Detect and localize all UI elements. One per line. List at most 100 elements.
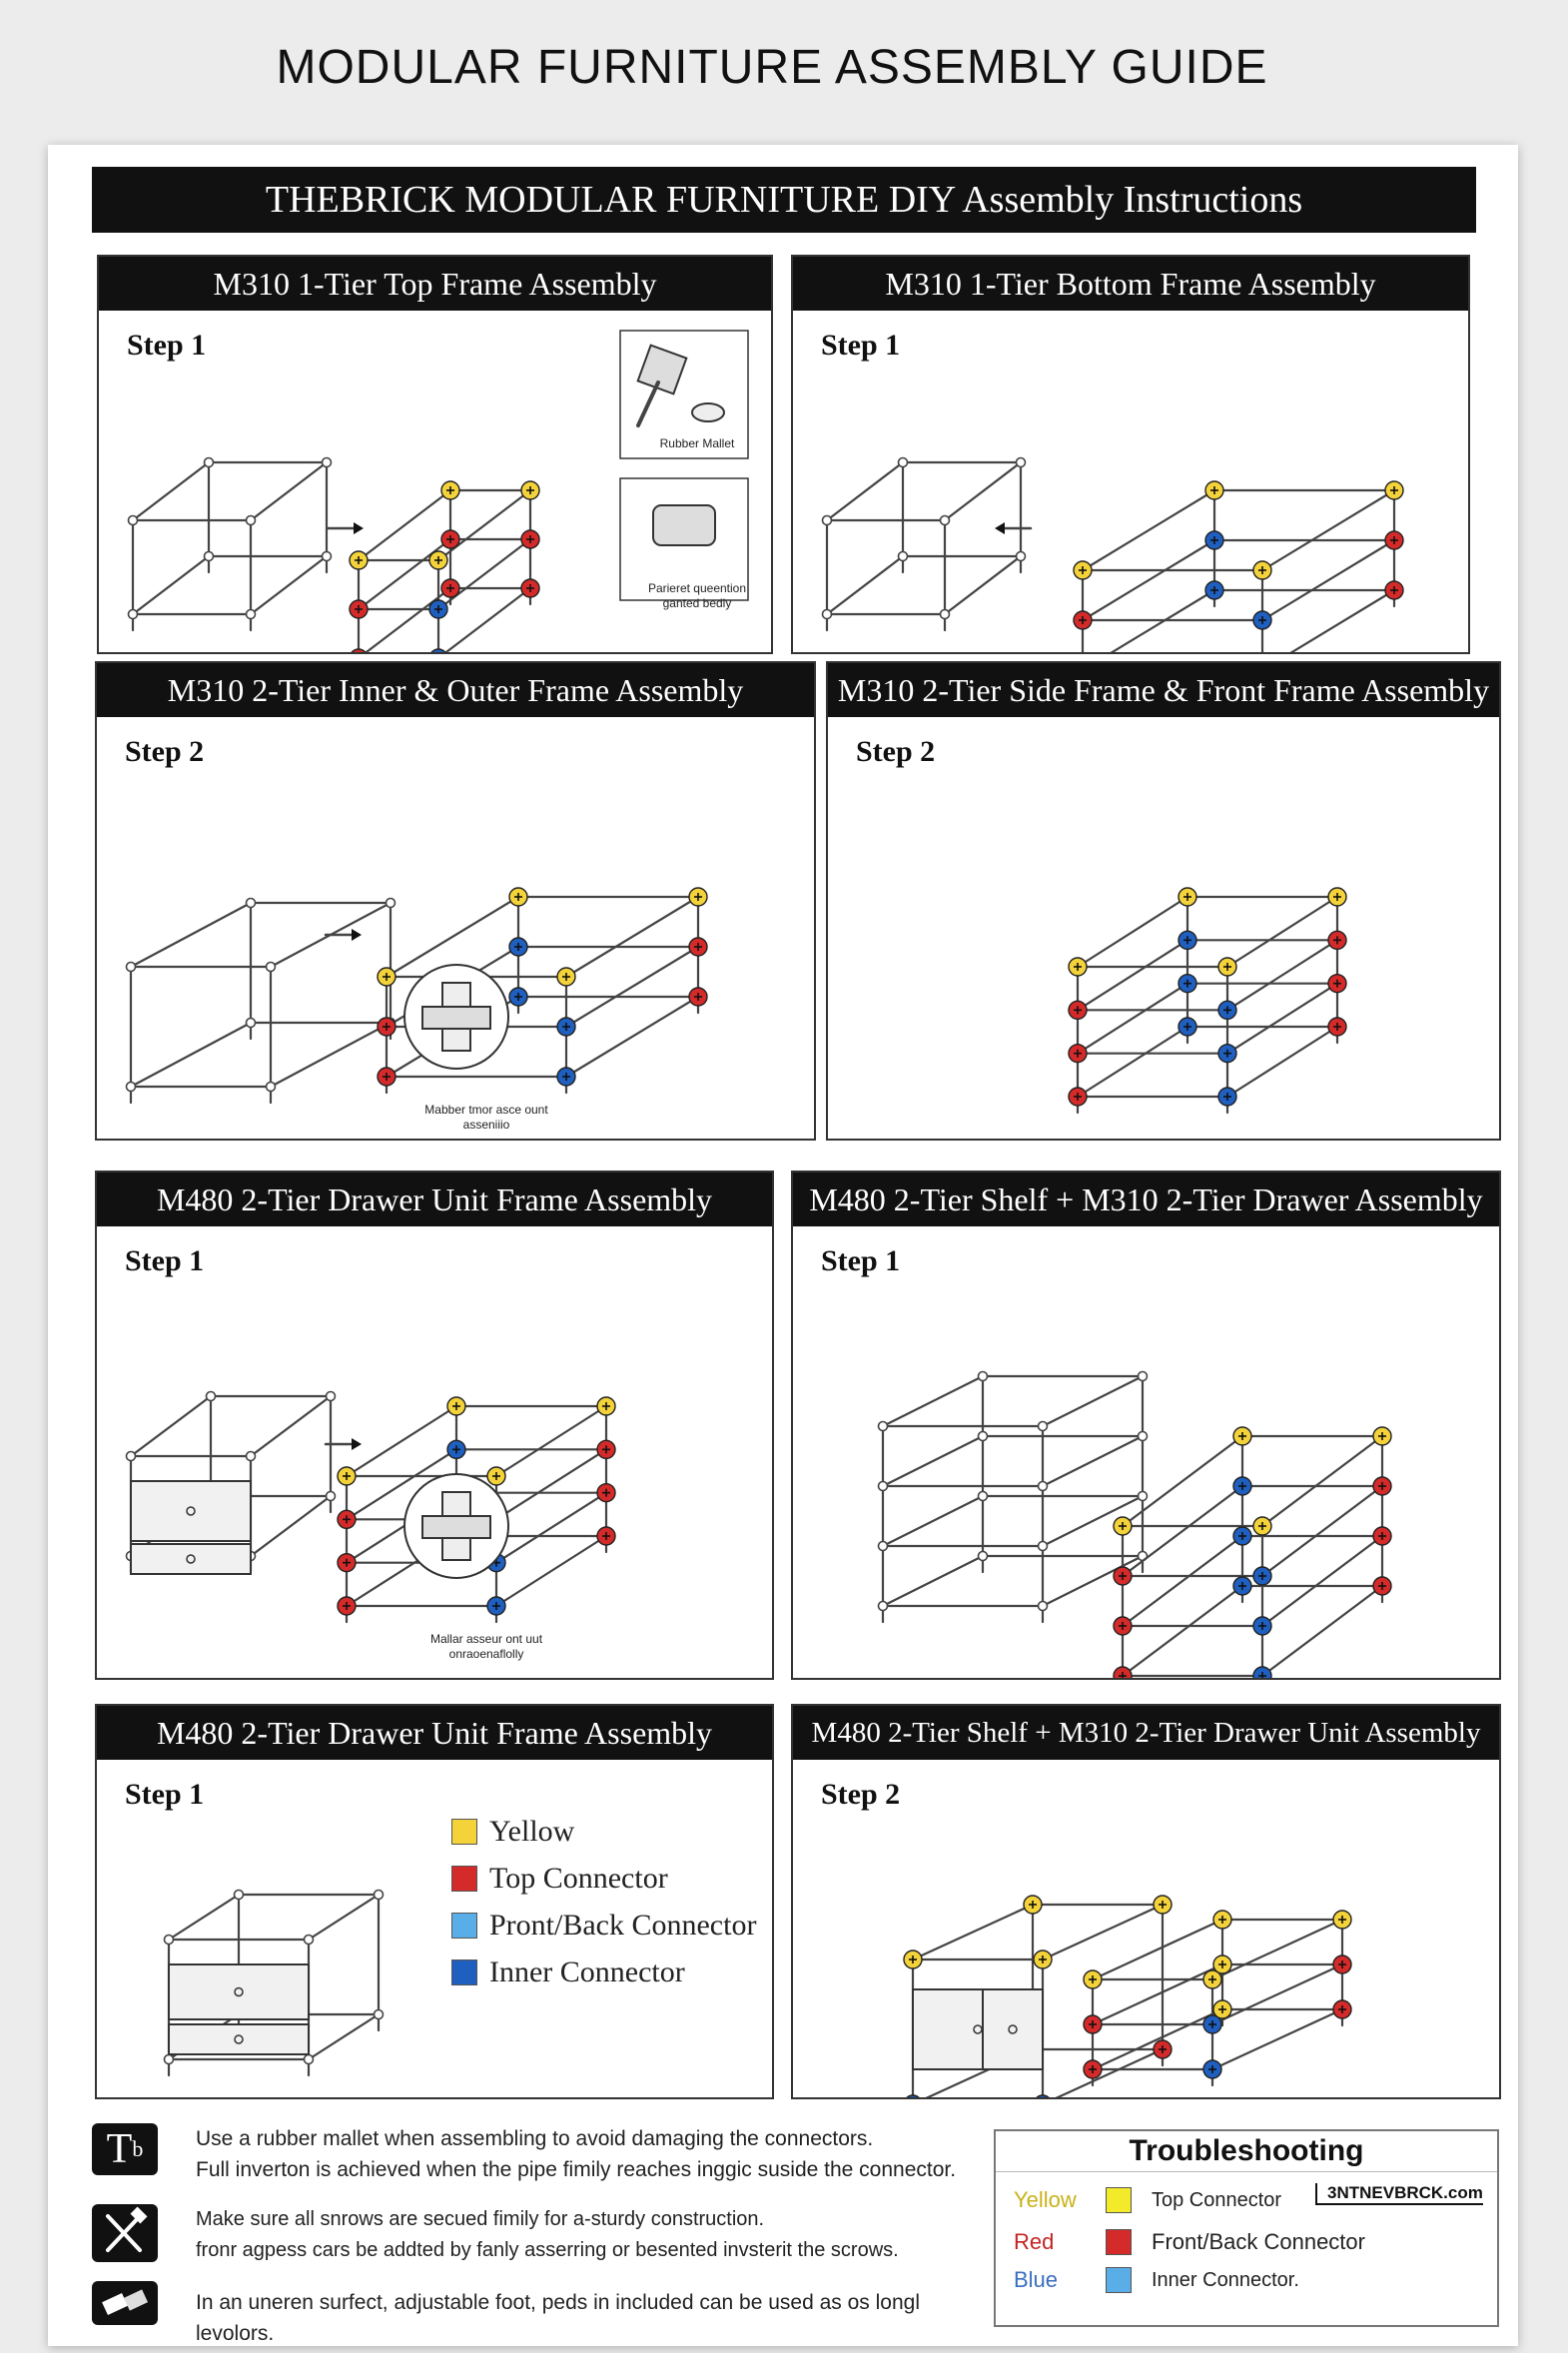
- tube: [1225, 1025, 1339, 1099]
- tube: [825, 460, 905, 522]
- joint: [321, 456, 333, 468]
- tube: [129, 1021, 253, 1089]
- tube: [436, 537, 532, 611]
- tube: [1091, 2007, 1224, 2071]
- tube: [1121, 1484, 1244, 1578]
- joint: [939, 608, 951, 620]
- joint: [125, 1081, 137, 1093]
- tip-feet: In an uneren surfect, adjustable foot, p…: [92, 2281, 971, 2345]
- tube: [345, 1448, 458, 1521]
- joint: [303, 2053, 315, 2065]
- drawer-knob: [234, 1986, 244, 1997]
- tube: [881, 1494, 985, 1548]
- connector-detail: [421, 1006, 491, 1030]
- tube: [1041, 1554, 1145, 1608]
- joint: [977, 1490, 989, 1502]
- joint: [1037, 1540, 1049, 1552]
- drawer-front: [982, 1988, 1044, 2070]
- joint: [127, 514, 139, 526]
- joint: [245, 1450, 257, 1462]
- drawer-knob: [234, 2034, 244, 2044]
- tube: [1210, 1918, 1344, 1981]
- tube: [1041, 1494, 1145, 1548]
- tube: [249, 460, 329, 522]
- tube: [911, 1903, 1035, 1961]
- tip-line: Use a rubber mallet when assembling to a…: [196, 2127, 874, 2150]
- tip-line: Full inverton is achieved when the pipe …: [196, 2158, 957, 2181]
- website-link[interactable]: 3NTNEVBRCK.com: [1315, 2183, 1483, 2205]
- step-label: Step 2: [821, 1778, 901, 1811]
- joint: [125, 1450, 137, 1462]
- joint: [877, 1540, 889, 1552]
- panel-m310-side-front: M310 2-Tier Side Frame & Front Frame Ass…: [826, 661, 1501, 1141]
- joint: [163, 2053, 175, 2065]
- tube: [1081, 538, 1216, 622]
- tube: [1110, 588, 1216, 652]
- tube: [385, 895, 520, 979]
- joint: [1137, 1490, 1149, 1502]
- banner-title: THEBRICK MODULAR FURNITURE DIY Assembly …: [92, 167, 1476, 233]
- tube: [636, 381, 660, 427]
- tube: [1225, 939, 1339, 1012]
- tube: [564, 895, 700, 979]
- joint: [325, 1490, 337, 1502]
- tube: [564, 995, 700, 1079]
- tube: [167, 1893, 241, 1942]
- drawer-front: [168, 1963, 310, 2020]
- connector-note: Parieret queention ganted bedly: [647, 581, 747, 610]
- tb-icon: Tb: [92, 2123, 158, 2175]
- drawer-knob: [186, 1506, 196, 1516]
- tube: [1121, 1534, 1244, 1628]
- joint: [877, 1480, 889, 1492]
- detail-note: Mallar asseur ont uut onraoenaflolly: [429, 1632, 543, 1661]
- arrow-icon: [352, 1438, 362, 1450]
- legend-swatch: [451, 1865, 477, 1892]
- connector: [1036, 2094, 1050, 2097]
- tube: [1260, 1584, 1384, 1678]
- tube: [1121, 1434, 1244, 1528]
- frame-diagram: [821, 456, 1404, 652]
- tube: [1091, 1962, 1224, 2026]
- tube: [129, 1394, 213, 1458]
- tube: [943, 554, 1023, 616]
- eraser-icon: [92, 2281, 158, 2325]
- tube: [1260, 488, 1396, 572]
- tube: [494, 1534, 608, 1608]
- frame-diagram: [125, 887, 708, 1105]
- tube: [825, 554, 905, 616]
- joint: [1037, 1420, 1049, 1432]
- arrow-icon: [354, 522, 364, 534]
- drawer-knob: [186, 1554, 196, 1564]
- joint: [877, 1420, 889, 1432]
- tube: [1076, 939, 1189, 1012]
- page-title: MODULAR FURNITURE ASSEMBLY GUIDE: [276, 41, 1268, 94]
- tube: [881, 1434, 985, 1488]
- tube: [1041, 1903, 1165, 1961]
- tube: [345, 1404, 458, 1478]
- detail-note: Mabber tmor asce ount asseniiio: [424, 1103, 548, 1132]
- joint: [163, 1934, 175, 1946]
- joint: [245, 514, 257, 526]
- joint: [373, 2008, 385, 2020]
- arrow-icon: [995, 522, 1005, 534]
- tube: [1289, 588, 1396, 652]
- panel-title: M310 1-Tier Top Frame Assembly: [99, 257, 771, 311]
- joint: [245, 608, 257, 620]
- tube: [357, 537, 452, 611]
- joint: [385, 897, 396, 909]
- joint: [233, 1889, 245, 1901]
- tip-mallet: Tb Use a rubber mallet when assembling t…: [92, 2123, 971, 2193]
- joint: [205, 1390, 217, 1402]
- tube: [494, 1491, 608, 1564]
- joint: [977, 1430, 989, 1442]
- connector: [906, 2094, 920, 2097]
- panel-m310-top-frame: M310 1-Tier Top Frame Assembly Step 1 Ru…: [97, 255, 773, 654]
- panel-title: M480 2-Tier Drawer Unit Frame Assembly: [97, 1173, 772, 1226]
- step-label: Step 1: [125, 1778, 205, 1811]
- panel-title: M310 1-Tier Bottom Frame Assembly: [793, 257, 1468, 311]
- joint: [125, 961, 137, 973]
- tube: [249, 1494, 333, 1558]
- tube: [943, 460, 1023, 522]
- mallet-box: [619, 330, 749, 459]
- panel-m480-shelf-drawer-unit: M480 2-Tier Shelf + M310 2-Tier Drawer U…: [791, 1704, 1501, 2099]
